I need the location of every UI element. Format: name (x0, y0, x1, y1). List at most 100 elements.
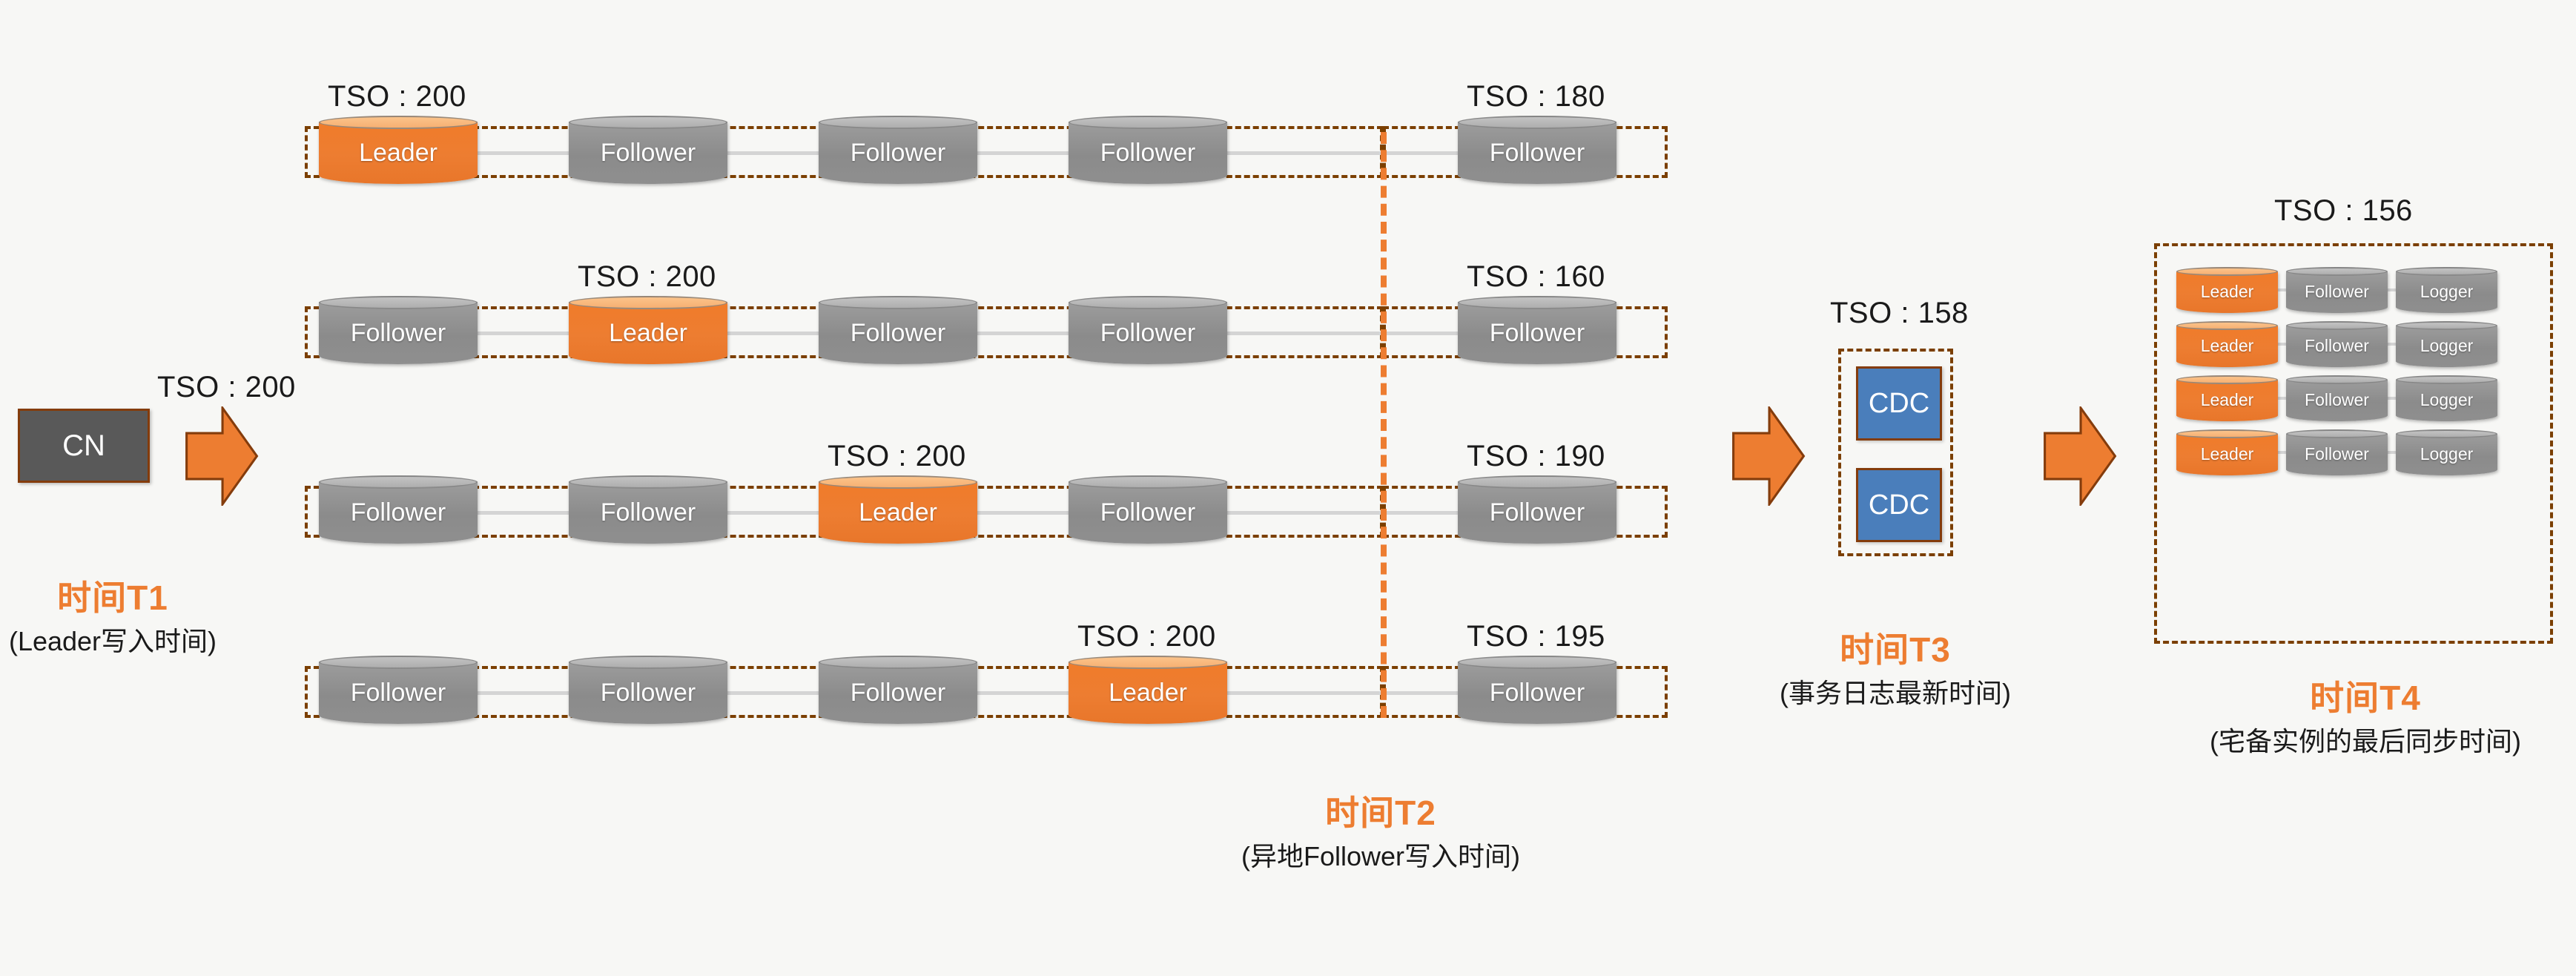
replica-node-r4-c4-leader[interactable]: Leader (1069, 656, 1227, 724)
remote-tso-label-row-2: TSO : 160 (1467, 260, 1605, 293)
cylinder-body (1458, 662, 1616, 724)
cylinder-body (2176, 433, 2278, 475)
cylinder-top (2286, 321, 2388, 331)
cylinder-top (2176, 321, 2278, 331)
cylinder-body (1069, 662, 1227, 724)
replica-node-r2-c3-follower[interactable]: Follower (819, 296, 977, 364)
backup-node-r3-c1-leader[interactable]: Leader (2176, 375, 2278, 421)
cylinder-body (1458, 302, 1616, 364)
backup-connector (2383, 397, 2400, 400)
backup-node-r1-c1-leader[interactable]: Leader (2176, 267, 2278, 313)
replica-node-r1-c1-leader[interactable]: Leader (319, 116, 478, 184)
cylinder-label: Follower (2305, 390, 2369, 410)
cylinder-top (1069, 475, 1227, 489)
replica-node-r3-c1-follower[interactable]: Follower (319, 475, 478, 544)
backup-node-r4-c3-logger[interactable]: Logger (2396, 429, 2497, 475)
cylinder-body (569, 122, 727, 184)
cylinder-top (569, 116, 727, 130)
cylinder-top (319, 296, 478, 310)
cdc-tso-label: TSO : 158 (1830, 297, 1969, 329)
cylinder-label: Logger (2420, 336, 2474, 356)
replica-connector (721, 511, 825, 515)
cylinder-body (2396, 379, 2497, 421)
cylinder-top (1458, 296, 1616, 310)
backup-node-r3-c3-logger[interactable]: Logger (2396, 375, 2497, 421)
cylinder-body (2176, 271, 2278, 313)
replica-connector (971, 332, 1074, 335)
cylinder-body (2176, 379, 2278, 421)
backup-node-r2-c3-logger[interactable]: Logger (2396, 321, 2497, 367)
cylinder-top (569, 475, 727, 489)
cylinder-label: Follower (1100, 138, 1196, 167)
backup-node-r2-c2-follower[interactable]: Follower (2286, 321, 2388, 367)
replica-connector (1221, 511, 1464, 515)
replica-connector (472, 511, 575, 515)
replica-connector (721, 332, 825, 335)
remote-replica-node-r3-follower[interactable]: Follower (1458, 475, 1616, 544)
cylinder-top (819, 296, 977, 310)
cdc-node-1[interactable]: CDC (1856, 366, 1942, 441)
remote-tso-label-row-3: TSO : 190 (1467, 440, 1605, 472)
cylinder-body (2176, 325, 2278, 367)
replica-connector (721, 691, 825, 695)
backup-node-r1-c2-follower[interactable]: Follower (2286, 267, 2388, 313)
cylinder-label: Logger (2420, 390, 2474, 410)
cylinder-body (569, 302, 727, 364)
replica-node-r3-c2-follower[interactable]: Follower (569, 475, 727, 544)
replica-node-r2-c2-leader[interactable]: Leader (569, 296, 727, 364)
cylinder-top (1069, 296, 1227, 310)
replica-node-r1-c3-follower[interactable]: Follower (819, 116, 977, 184)
cylinder-top (2396, 267, 2497, 277)
replica-node-r3-c4-follower[interactable]: Follower (1069, 475, 1227, 544)
replica-node-r2-c4-follower[interactable]: Follower (1069, 296, 1227, 364)
replica-node-r4-c1-follower[interactable]: Follower (319, 656, 478, 724)
cn-node[interactable]: CN (18, 409, 150, 483)
cylinder-body (819, 662, 977, 724)
cylinder-body (569, 481, 727, 544)
cylinder-body (319, 302, 478, 364)
cylinder-label: Follower (1489, 138, 1585, 167)
phase-subtitle-T1: (Leader写入时间) (8, 626, 217, 656)
cylinder-top (319, 656, 478, 670)
backup-node-r1-c3-logger[interactable]: Logger (2396, 267, 2497, 313)
local-tso-label-row-4: TSO : 200 (1077, 620, 1216, 653)
cylinder-label: Follower (600, 138, 696, 167)
replica-connector (1221, 332, 1464, 335)
backup-node-r4-c1-leader[interactable]: Leader (2176, 429, 2278, 475)
cylinder-label: Follower (2305, 444, 2369, 464)
backup-node-r4-c2-follower[interactable]: Follower (2286, 429, 2388, 475)
local-tso-label-row-2: TSO : 200 (578, 260, 716, 293)
cylinder-top (819, 656, 977, 670)
replica-node-r1-c4-follower[interactable]: Follower (1069, 116, 1227, 184)
backup-node-r3-c2-follower[interactable]: Follower (2286, 375, 2388, 421)
local-tso-label-row-3: TSO : 200 (828, 440, 966, 472)
arrow-cdc-to-backup (2041, 406, 2118, 506)
cylinder-top (1069, 656, 1227, 670)
replica-node-r3-c3-leader[interactable]: Leader (819, 475, 977, 544)
cylinder-label: Follower (1489, 498, 1585, 527)
phase-title-T3: 时间T3 (1840, 630, 1951, 669)
replica-node-r2-c1-follower[interactable]: Follower (319, 296, 478, 364)
cylinder-label: Follower (350, 498, 446, 527)
cdc-node-2[interactable]: CDC (1856, 468, 1942, 542)
cylinder-label: Follower (600, 678, 696, 707)
replica-connector (472, 691, 575, 695)
backup-node-r2-c1-leader[interactable]: Leader (2176, 321, 2278, 367)
cylinder-top (2396, 375, 2497, 385)
phase-title-T1: 时间T1 (57, 578, 168, 617)
remote-replica-node-r4-follower[interactable]: Follower (1458, 656, 1616, 724)
remote-replica-node-r1-follower[interactable]: Follower (1458, 116, 1616, 184)
replica-node-r1-c2-follower[interactable]: Follower (569, 116, 727, 184)
cylinder-body (2396, 271, 2497, 313)
replica-node-r4-c2-follower[interactable]: Follower (569, 656, 727, 724)
cylinder-top (1458, 475, 1616, 489)
replica-node-r4-c3-follower[interactable]: Follower (819, 656, 977, 724)
cylinder-label: Leader (2200, 390, 2254, 410)
backup-connector (2273, 288, 2291, 291)
replica-connector (472, 332, 575, 335)
remote-replica-node-r2-follower[interactable]: Follower (1458, 296, 1616, 364)
cylinder-label: Leader (2200, 336, 2254, 356)
cylinder-body (2396, 325, 2497, 367)
cylinder-top (2396, 321, 2497, 331)
